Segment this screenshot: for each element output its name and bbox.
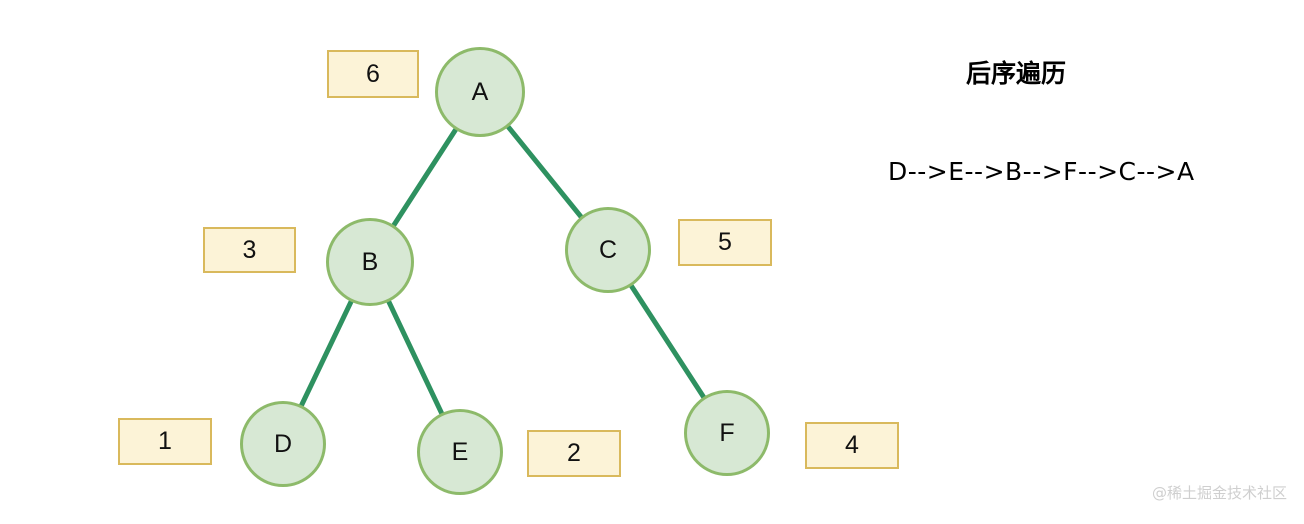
- order-tag-a: 6: [327, 50, 419, 98]
- tree-node-label: D: [273, 429, 293, 458]
- tree-edge-a-c: [504, 122, 585, 221]
- tree-edge-a-b: [390, 125, 460, 230]
- tree-node-label: A: [471, 77, 489, 106]
- tree-node-d[interactable]: D: [240, 401, 326, 487]
- order-tag-c: 5: [678, 219, 772, 266]
- watermark-label: @稀土掘金技术社区: [1152, 484, 1288, 502]
- tree-node-e[interactable]: E: [417, 409, 503, 495]
- tree-edge-b-d: [298, 297, 355, 410]
- tree-node-b[interactable]: B: [326, 218, 414, 306]
- order-tag-b: 3: [203, 227, 296, 273]
- tree-edge-b-e: [385, 297, 445, 418]
- tree-node-c[interactable]: C: [565, 207, 651, 293]
- tree-node-label: B: [361, 247, 379, 276]
- order-tag-value: 5: [718, 228, 732, 256]
- order-tag-value: 2: [567, 439, 581, 467]
- order-tag-d: 1: [118, 418, 212, 465]
- tree-node-label: C: [598, 235, 618, 264]
- order-tag-value: 3: [242, 235, 257, 264]
- traversal-sequence: D-->E-->B-->F-->C-->A: [888, 157, 1195, 186]
- order-tag-value: 1: [158, 427, 172, 455]
- order-tag-value: 6: [366, 59, 380, 88]
- order-tag-value: 4: [845, 431, 859, 459]
- tree-node-label: F: [719, 418, 735, 447]
- order-tag-e: 2: [527, 430, 621, 477]
- tree-node-f[interactable]: F: [684, 390, 770, 476]
- tree-edge-c-f: [627, 281, 708, 402]
- order-tag-f: 4: [805, 422, 899, 469]
- traversal-title: 后序遍历: [966, 59, 1067, 88]
- tree-node-label: E: [451, 437, 469, 466]
- tree-node-a[interactable]: A: [435, 47, 525, 137]
